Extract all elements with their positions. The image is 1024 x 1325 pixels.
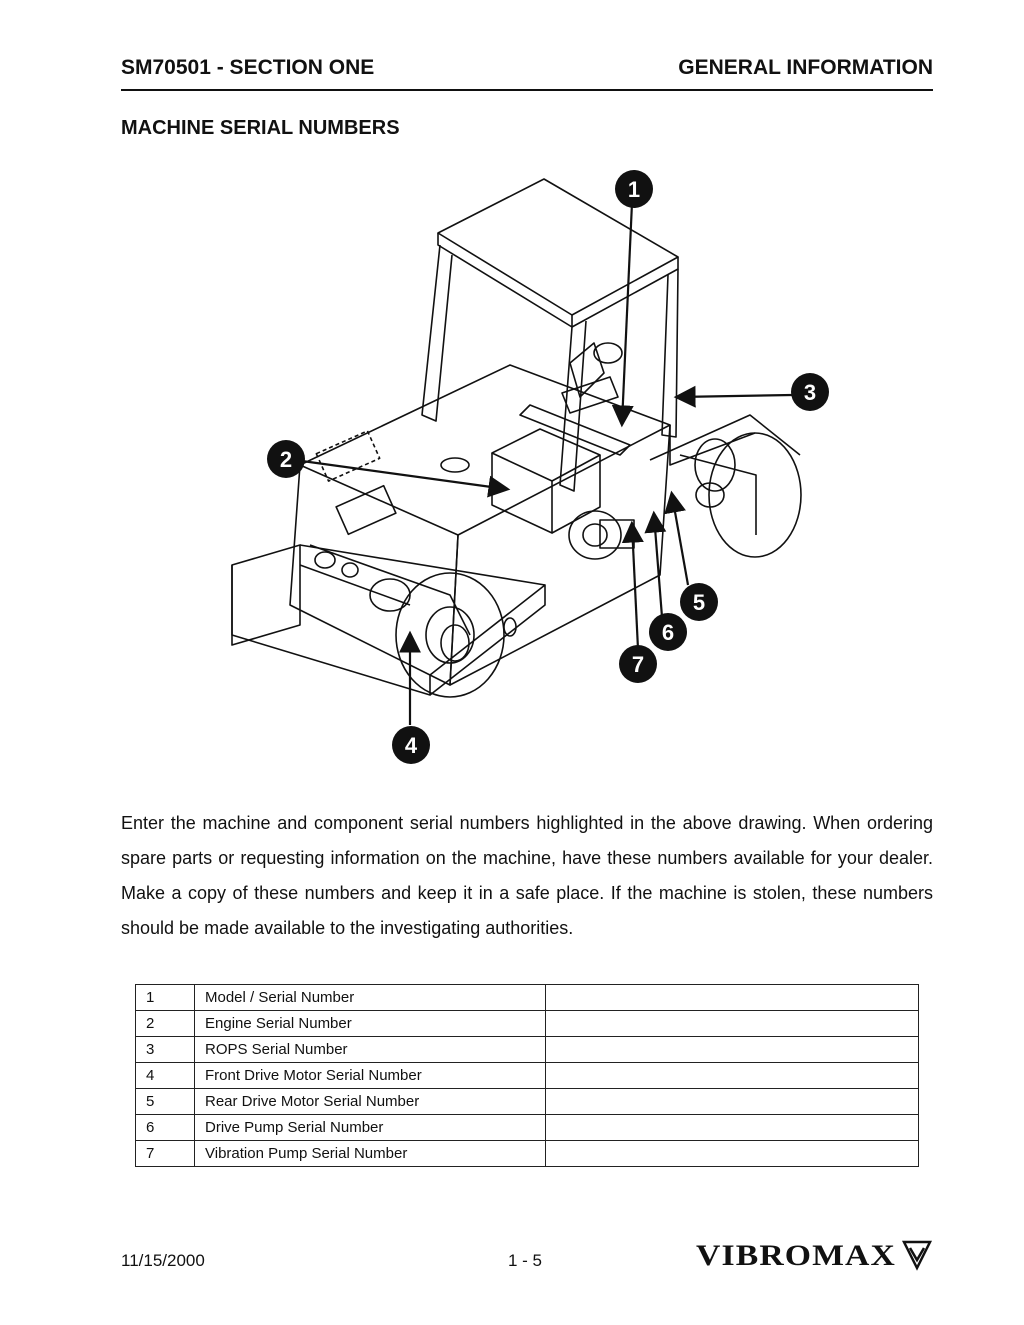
roller-compactor-illustration: 1 2 3 4 5 6 7 bbox=[231, 170, 829, 764]
page-number: 1 - 5 bbox=[508, 1251, 543, 1270]
serial-value-field[interactable] bbox=[545, 1062, 919, 1089]
serial-value-field[interactable] bbox=[545, 984, 919, 1011]
callout-3: 3 bbox=[804, 380, 816, 405]
row-label: Engine Serial Number bbox=[194, 1010, 546, 1037]
row-number: 6 bbox=[135, 1114, 195, 1141]
instructions-paragraph: Enter the machine and component serial n… bbox=[121, 813, 933, 938]
vibromax-logo: VIBROMAX bbox=[696, 1239, 933, 1272]
row-number: 1 bbox=[135, 984, 195, 1011]
serial-value-field[interactable] bbox=[545, 1088, 919, 1115]
callout-1: 1 bbox=[628, 177, 640, 202]
row-number: 4 bbox=[135, 1062, 195, 1089]
serial-value-field[interactable] bbox=[545, 1036, 919, 1063]
logo-wordmark: VIBROMAX bbox=[696, 1239, 896, 1272]
row-label: Vibration Pump Serial Number bbox=[194, 1140, 546, 1167]
row-number: 2 bbox=[135, 1010, 195, 1037]
serial-value-field[interactable] bbox=[545, 1114, 919, 1141]
row-number: 7 bbox=[135, 1140, 195, 1167]
row-label: Drive Pump Serial Number bbox=[194, 1114, 546, 1141]
header-chapter-label: GENERAL INFORMATION bbox=[678, 56, 933, 79]
callout-2: 2 bbox=[280, 447, 292, 472]
callout-5: 5 bbox=[693, 590, 705, 615]
row-number: 5 bbox=[135, 1088, 195, 1115]
callout-4: 4 bbox=[405, 733, 418, 758]
page-title: MACHINE SERIAL NUMBERS bbox=[121, 117, 400, 139]
callout-7: 7 bbox=[632, 652, 644, 677]
header-section-label: SM70501 - SECTION ONE bbox=[121, 56, 375, 79]
row-label: Rear Drive Motor Serial Number bbox=[194, 1088, 546, 1115]
row-label: Front Drive Motor Serial Number bbox=[194, 1062, 546, 1089]
row-number: 3 bbox=[135, 1036, 195, 1063]
serial-value-field[interactable] bbox=[545, 1010, 919, 1037]
callout-6: 6 bbox=[662, 620, 674, 645]
serial-value-field[interactable] bbox=[545, 1140, 919, 1167]
header-divider bbox=[121, 89, 933, 91]
row-label: Model / Serial Number bbox=[194, 984, 546, 1011]
row-label: ROPS Serial Number bbox=[194, 1036, 546, 1063]
footer-date: 11/15/2000 bbox=[121, 1251, 205, 1270]
